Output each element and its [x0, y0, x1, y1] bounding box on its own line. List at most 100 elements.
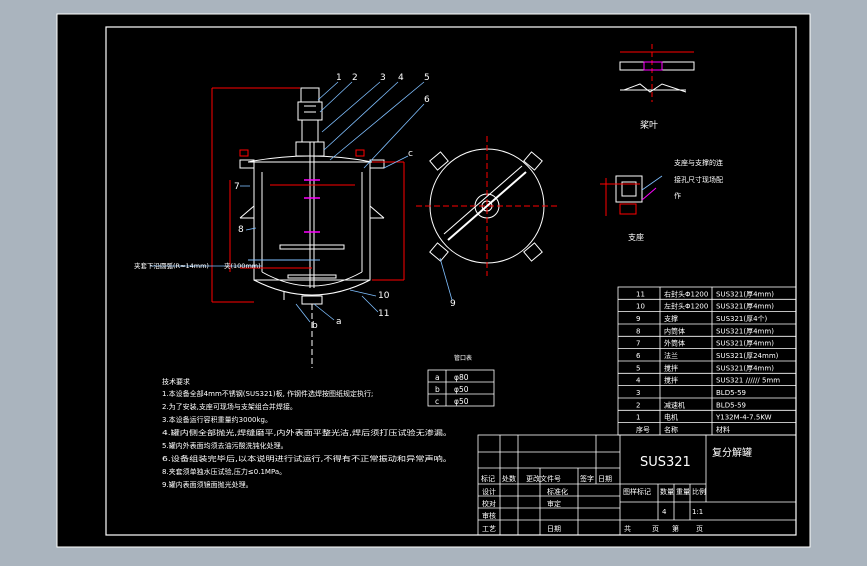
vessel-plan-view — [416, 136, 560, 301]
parts-cell-name: 左封头Φ1200 — [664, 302, 708, 311]
support-caption: 支座 — [628, 232, 644, 242]
rev-header: 签字 — [580, 474, 594, 483]
support-note-1: 支座与支撑的连 — [674, 158, 723, 167]
tech-title: 技术要求 — [162, 377, 190, 386]
parts-cell-no: 9 — [636, 315, 640, 323]
impeller-blade — [279, 244, 345, 250]
tech-item: 9.罐内表面须镜面抛光处理。 — [162, 480, 253, 489]
tech-requirements: 技术要求 1.本设备全部4mm不锈钢(SUS321)板, 作钢件选焊按图纸规定执… — [162, 377, 452, 489]
balloon-a: a — [336, 317, 342, 327]
balloon-8: 8 — [238, 225, 244, 235]
parts-cell-name: 搅拌 — [664, 363, 678, 372]
parts-cell-material: BLD5-59 — [716, 401, 746, 409]
parts-cell-material: SUS321(厚4mm) — [716, 364, 774, 372]
quantity-value: 4 — [662, 508, 667, 516]
parts-cell-no: 3 — [636, 389, 640, 397]
balloon-c: c — [408, 149, 413, 159]
parts-cell-no: 10 — [636, 303, 645, 311]
balloon-1: 1 — [336, 73, 342, 83]
parts-cell-name: 电机 — [664, 413, 678, 422]
tech-item: 1.本设备全部4mm不锈钢(SUS321)板, 作钢件选焊按图纸规定执行; — [162, 389, 373, 398]
impeller-caption: 桨叶 — [640, 119, 658, 131]
balloon-10: 10 — [378, 291, 390, 301]
balloon-6: 6 — [424, 95, 430, 105]
sheet-no: 第 — [672, 524, 679, 533]
nozzle-size: φ80 — [454, 373, 469, 382]
weight-header: 数量 — [660, 487, 674, 496]
rev-header: 标记 — [481, 474, 495, 483]
role: 设计 — [482, 487, 496, 496]
balloon-11: 11 — [378, 309, 389, 319]
balloon-9: 9 — [450, 299, 456, 309]
parts-cell-no: 序号 — [636, 425, 650, 434]
nozzle-size: φ50 — [454, 397, 469, 406]
parts-cell-name: 内筒体 — [664, 326, 685, 335]
parts-cell-material: Y132M-4-7.5KW — [715, 414, 772, 422]
impeller-detail — [619, 44, 695, 102]
sheet-unit: 页 — [652, 525, 659, 533]
title-block — [477, 434, 797, 536]
rev-header: 更改文件号 — [526, 474, 561, 483]
balloon-b: b — [312, 321, 318, 331]
nozzle-code: b — [435, 385, 440, 394]
parts-cell-no: 6 — [636, 352, 641, 360]
jacket-note-a: 夹套下沿圆弧(R≈14mm) — [134, 261, 209, 270]
parts-cell-name: 法兰 — [664, 351, 678, 360]
tech-item: 6.设备组装完毕后,以本说明进行试运行,不得有不正常振动和异常声响。 — [162, 454, 452, 463]
sheet-unit-2: 页 — [696, 525, 703, 533]
rev-header: 处数 — [502, 474, 516, 483]
parts-cell-material: SUS321(厚4个) — [716, 315, 768, 323]
role-right: 审定 — [547, 499, 561, 508]
support-note-2: 接孔尺寸现场配 — [674, 175, 723, 184]
parts-cell-material: SUS321 ////// 5mm — [716, 377, 780, 385]
parts-cell-name: 名称 — [664, 425, 678, 434]
parts-cell-name: 支撑 — [664, 314, 678, 323]
parts-cell-name: 右封头Φ1200 — [664, 289, 708, 298]
balloon-7: 7 — [234, 182, 240, 192]
rev-header: 日期 — [598, 475, 612, 483]
tech-item: 8.夹套须单独水压试验,压力≤0.1MPa。 — [162, 467, 286, 476]
nozzle-table-title: 管口表 — [454, 354, 472, 362]
parts-cell-material: 材料 — [716, 425, 730, 434]
scale-header: 比例 — [692, 487, 706, 496]
role-right: 标准化 — [547, 487, 568, 496]
support-detail — [600, 175, 663, 216]
balloon-5: 5 — [424, 73, 430, 83]
nozzle-size: φ50 — [454, 385, 469, 394]
parts-cell-no: 8 — [636, 327, 640, 335]
material-box: SUS321 — [640, 455, 691, 470]
mass-header: 重量 — [676, 488, 690, 496]
parts-cell-material: SUS321(厚4mm) — [716, 290, 774, 298]
nozzle-table — [427, 369, 495, 407]
nozzle-code: a — [435, 373, 440, 382]
balloon-2: 2 — [352, 73, 358, 83]
tech-item: 3.本设备运行容积重量约3000kg。 — [162, 415, 272, 424]
parts-cell-name: 搅拌 — [664, 376, 678, 385]
inner-border — [105, 26, 797, 536]
parts-cell-no: 2 — [636, 401, 640, 409]
parts-cell-material: SUS321(厚24mm) — [716, 352, 779, 360]
tech-item: 4.罐内侧全部抛光,焊缝磨平,内外表面平整光洁,焊后须打压试验无渗漏。 — [162, 428, 452, 437]
tech-item: 5.罐内外表面均须去油污酸洗钝化处理。 — [162, 441, 288, 450]
stage-header: 图样标记 — [623, 487, 651, 496]
parts-list — [617, 286, 797, 436]
tech-item: 2.为了安装,支座可现场与支架组合并焊接。 — [162, 402, 297, 411]
parts-cell-name: 减速机 — [664, 400, 685, 409]
outer-border — [56, 13, 811, 548]
balloon-3: 3 — [380, 73, 386, 83]
role: 审核 — [482, 511, 496, 520]
parts-cell-no: 1 — [636, 414, 640, 422]
parts-cell-material: SUS321(厚4mm) — [716, 327, 774, 335]
title-block-text: SUS321 复分解罐 标记 处数 更改文件号 签字 日期 设计 校对 审核 工… — [481, 446, 752, 533]
parts-cell-no: 11 — [636, 290, 645, 298]
drawing-title: 复分解罐 — [712, 446, 752, 459]
sheet-total: 共 — [624, 524, 631, 533]
parts-cell-material: SUS321(厚4mm) — [716, 340, 774, 348]
leader-lines — [150, 81, 425, 323]
role: 校对 — [482, 499, 496, 508]
jacket-note-b: 夹(100mm) — [224, 261, 261, 270]
outer-shell — [253, 161, 371, 281]
